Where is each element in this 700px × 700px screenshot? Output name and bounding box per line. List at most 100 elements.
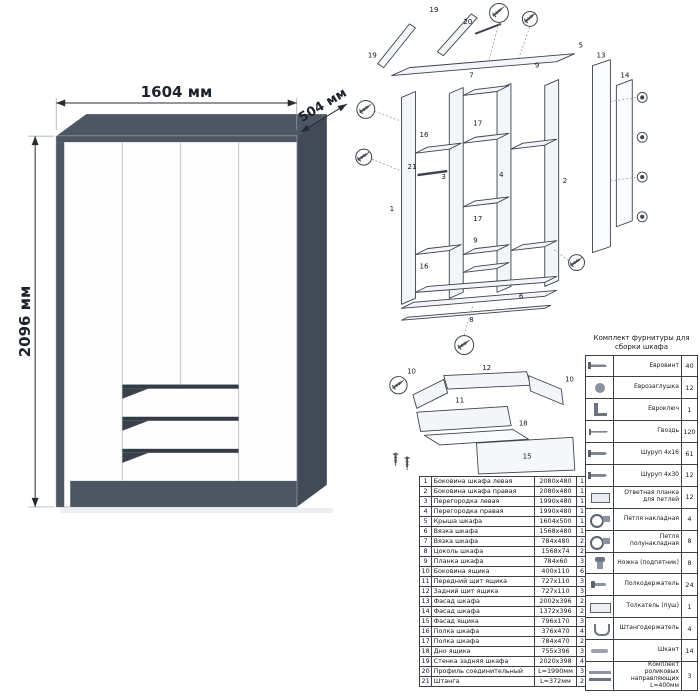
part-number: 17 xyxy=(418,636,433,647)
part-size: 784х470 xyxy=(534,636,577,647)
part-label: 17 xyxy=(473,214,482,223)
hardware-row: Гвоздь 120 xyxy=(586,420,697,443)
drawer-detail-callout xyxy=(389,376,411,472)
hardware-row: Евровинт 40 xyxy=(586,355,697,377)
hardware-row: Еврозаглушка 12 xyxy=(586,376,697,399)
part-label: 9 xyxy=(473,236,478,245)
part-size: 1990х480 xyxy=(534,496,577,507)
part-number: 6 xyxy=(418,526,433,537)
part-label: 8 xyxy=(469,315,474,324)
part-label: 6 xyxy=(519,291,524,300)
part-number: 14 xyxy=(418,606,433,617)
part-size: L=372мм xyxy=(534,676,577,687)
part-name: Дно ящика xyxy=(431,646,535,657)
hardware-panel: Комплект фурнитуры для сборки шкафа Евро… xyxy=(585,334,698,691)
hardware-row: Толкатель (пуш) 1 xyxy=(586,595,697,618)
part-size: 2080х480 xyxy=(534,486,577,497)
parts-table-row: 13 Фасад шкафа 2002х396 2 xyxy=(418,596,588,607)
part-name: Штанга xyxy=(431,676,535,687)
hardware-row: Шуруп 4х30 12 xyxy=(586,463,697,486)
hardware-row: Шкант 14 xyxy=(586,639,697,661)
part-number: 2 xyxy=(418,486,433,497)
plinth xyxy=(70,480,297,507)
part-number: 16 xyxy=(418,626,433,637)
parts-table-row: 2 Боковина шкафа правая 2080х480 1 xyxy=(418,486,588,497)
drawer-fronts xyxy=(122,384,239,463)
part-label: 13 xyxy=(596,51,605,60)
hardware-item-name: Ответная планка для петлей xyxy=(624,489,679,504)
parts-table-row: 18 Дно ящика 755х396 3 xyxy=(418,646,588,657)
hardware-item-qty: 8 xyxy=(681,530,697,552)
part-label: 9 xyxy=(535,61,540,70)
part-number: 4 xyxy=(418,506,433,517)
hardware-title: Комплект фурнитуры для сборки шкафа xyxy=(593,334,690,351)
parts-table-row: 9 Планка шкафа 784х60 3 xyxy=(418,556,588,567)
parts-table-row: 1 Боковина шкафа левая 2080х480 1 xyxy=(418,476,588,487)
hardware-item-qty: 3 xyxy=(681,661,697,690)
hardware-item-name: Шкант xyxy=(657,646,679,654)
hardware-item-icon xyxy=(586,443,614,464)
dimension-height: 2096 мм xyxy=(16,135,55,508)
part-label: 19 xyxy=(368,51,378,60)
hardware-item-name: Полкодержатель xyxy=(624,580,679,588)
hardware-item-icon xyxy=(586,661,614,690)
parts-table-row: 21 Штанга L=372мм 2 xyxy=(418,676,588,687)
part-labels: 19 19 20 5 9 7 16 17 21 1 3 4 2 16 17 9 … xyxy=(368,5,630,324)
hardware-row: Шуруп 4х16 61 xyxy=(586,442,697,464)
hardware-item-qty: 24 xyxy=(681,574,697,596)
parts-table-row: 20 Профиль соединительный L=1990мм 3 xyxy=(418,666,588,677)
part-label: 16 xyxy=(419,262,429,271)
part-size: 1604х500 xyxy=(534,516,577,527)
hardware-row: Ножка (подпятник) 8 xyxy=(586,551,697,574)
part-label: 21 xyxy=(408,162,417,171)
part-label: 17 xyxy=(473,118,482,127)
hardware-row: Комплект роликовых направляющих L=400мм … xyxy=(586,660,697,690)
detail-callouts xyxy=(355,2,586,356)
part-label: 5 xyxy=(579,41,584,50)
hardware-item-qty: 4 xyxy=(681,618,697,640)
roof-front-edge xyxy=(56,136,297,143)
part-size: 1568х74 xyxy=(534,546,577,557)
part-number: 13 xyxy=(418,596,433,607)
hardware-item-icon xyxy=(586,377,614,399)
part-name: Передний щит ящика xyxy=(431,576,535,587)
part-number: 7 xyxy=(418,536,433,547)
parts-table-row: 4 Перегородка правая 1990х480 1 xyxy=(418,506,588,517)
part-number: 10 xyxy=(418,566,433,577)
leader-lines xyxy=(371,22,638,336)
hardware-item-icon xyxy=(586,464,614,486)
hardware-item-icon xyxy=(586,486,614,508)
part-label: 14 xyxy=(620,71,630,80)
hardware-item-icon xyxy=(586,640,614,661)
part-label: 10 xyxy=(565,375,574,383)
hardware-item-qty: 12 xyxy=(681,377,697,399)
part-size: 400х110 xyxy=(534,566,577,577)
hardware-item-icon xyxy=(586,508,614,530)
part-number: 19 xyxy=(418,656,433,667)
part-label: 15 xyxy=(523,452,532,460)
hardware-item-icon xyxy=(586,530,614,552)
cabinet-shadow xyxy=(60,507,333,513)
hardware-item-name: Петля накладная xyxy=(623,514,679,522)
parts-table-row: 5 Крыша шкафа 1604х500 1 xyxy=(418,516,588,527)
part-name: Полка шкафа xyxy=(431,626,535,637)
hardware-item-name: Евроключ xyxy=(648,405,679,413)
part-number: 18 xyxy=(418,646,433,657)
part-number: 1 xyxy=(418,476,433,487)
part-label: 4 xyxy=(499,170,504,179)
hardware-item-icon xyxy=(586,355,614,377)
part-name: Боковина ящика xyxy=(431,566,535,577)
part-number: 11 xyxy=(418,576,433,587)
hardware-item-name: Штангодержатель xyxy=(619,624,679,632)
part-label: 3 xyxy=(441,172,446,181)
part-label: 18 xyxy=(519,420,528,428)
parts-table-row: 15 Фасад ящика 796х170 3 xyxy=(418,616,588,627)
part-name: Перегородка левая xyxy=(431,496,535,507)
hardware-row: Полкодержатель 24 xyxy=(586,573,697,596)
part-name: Боковина шкафа правая xyxy=(431,486,535,497)
hardware-item-qty: 40 xyxy=(681,355,697,377)
part-number: 9 xyxy=(418,556,433,567)
part-name: Вязка шкафа xyxy=(431,536,535,547)
hardware-item-icon xyxy=(586,574,614,596)
part-size: 727х110 xyxy=(534,576,577,587)
